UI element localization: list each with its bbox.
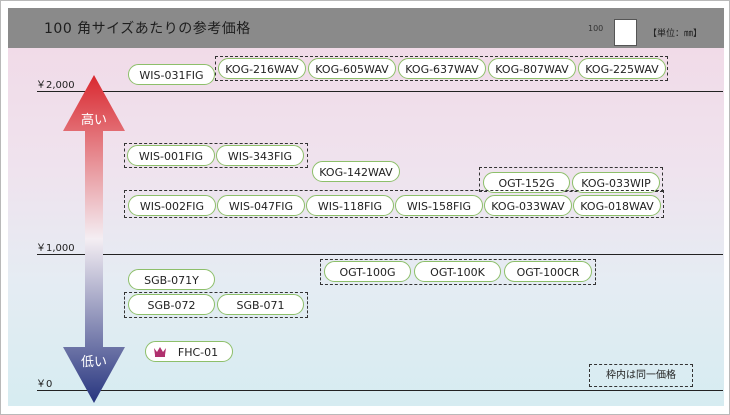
product-ogt-100cr[interactable]: OGT-100CR bbox=[504, 261, 592, 282]
price-arrow bbox=[63, 75, 125, 403]
same-price-group bbox=[320, 259, 596, 285]
line-2000 bbox=[37, 91, 723, 92]
product-fhc-01[interactable]: FHC-01 bbox=[145, 341, 233, 362]
product-ogt-152g[interactable]: OGT-152G bbox=[483, 172, 570, 193]
product-ogt-100k[interactable]: OGT-100K bbox=[414, 261, 501, 282]
plot-area bbox=[8, 48, 724, 406]
y-label-0: ￥0 bbox=[36, 379, 53, 390]
crown-icon bbox=[154, 347, 166, 357]
arrow-label-low: 低い bbox=[80, 355, 107, 370]
arrow-label-high: 高い bbox=[80, 113, 107, 128]
product-kog-225wav[interactable]: KOG-225WAV bbox=[578, 58, 666, 79]
page-title: 100 角サイズあたりの参考価格 bbox=[44, 21, 251, 37]
product-wis-031fig[interactable]: WIS-031FIG bbox=[128, 64, 215, 85]
unit-label: 【単位：㎜】 bbox=[648, 29, 703, 39]
product-wis-343fig[interactable]: WIS-343FIG bbox=[216, 145, 304, 166]
scale-sample-box bbox=[614, 19, 637, 46]
same-price-group bbox=[124, 190, 664, 218]
same-price-group bbox=[479, 167, 663, 192]
product-kog-142wav[interactable]: KOG-142WAV bbox=[312, 161, 400, 182]
line-0 bbox=[37, 390, 723, 391]
product-sgb-071y[interactable]: SGB-071Y bbox=[128, 269, 215, 290]
product-kog-216wav[interactable]: KOG-216WAV bbox=[218, 58, 306, 79]
product-ogt-100g[interactable]: OGT-100G bbox=[324, 261, 411, 282]
same-price-group bbox=[215, 56, 668, 81]
title-bar: 100 角サイズあたりの参考価格 bbox=[8, 8, 724, 48]
scale-number: 100 bbox=[588, 24, 604, 33]
legend-same-price: 枠内は同一価格 bbox=[589, 364, 693, 387]
product-kog-807wav[interactable]: KOG-807WAV bbox=[488, 58, 576, 79]
product-wis-047fig[interactable]: WIS-047FIG bbox=[217, 195, 305, 216]
same-price-group bbox=[124, 143, 308, 168]
product-kog-605wav[interactable]: KOG-605WAV bbox=[308, 58, 396, 79]
product-sgb-072[interactable]: SGB-072 bbox=[128, 294, 215, 315]
product-kog-018wav[interactable]: KOG-018WAV bbox=[573, 195, 661, 216]
product-sgb-071[interactable]: SGB-071 bbox=[217, 294, 304, 315]
product-kog-637wav[interactable]: KOG-637WAV bbox=[398, 58, 486, 79]
product-kog-033wav[interactable]: KOG-033WAV bbox=[484, 195, 572, 216]
product-wis-001fig[interactable]: WIS-001FIG bbox=[127, 145, 215, 166]
product-wis-002fig[interactable]: WIS-002FIG bbox=[128, 195, 216, 216]
product-wis-158fig[interactable]: WIS-158FIG bbox=[395, 195, 483, 216]
product-wis-118fig[interactable]: WIS-118FIG bbox=[306, 195, 394, 216]
y-label-1000: ￥1,000 bbox=[36, 243, 75, 254]
y-label-2000: ￥2,000 bbox=[36, 80, 75, 91]
same-price-group bbox=[124, 292, 308, 318]
product-kog-033wip[interactable]: KOG-033WIP bbox=[572, 172, 660, 193]
line-1000 bbox=[37, 254, 723, 255]
